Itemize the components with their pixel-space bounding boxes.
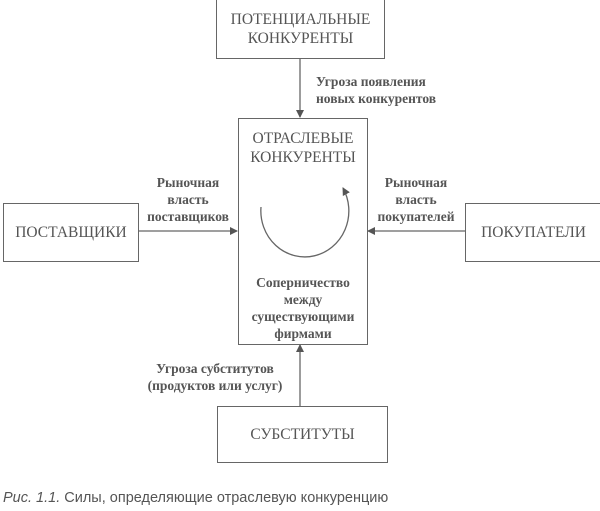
box-label: ПОСТАВЩИКИ — [15, 224, 127, 241]
label-substitutes-threat: Угроза субститутов (продуктов или услуг) — [130, 360, 300, 394]
label-new-entrants: Угроза появления новых конкурентов — [316, 73, 436, 107]
label-line: поставщиков — [147, 209, 229, 224]
label-buyer-power: Рыночная власть покупателей — [368, 174, 464, 225]
label-line: (продуктов или услуг) — [147, 378, 283, 393]
label-line: покупателей — [377, 209, 455, 224]
box-label: КОНКУРЕНТЫ — [247, 29, 354, 47]
caption-number: Рис. 1.1. — [3, 490, 61, 506]
box-substitutes: СУБСТИТУТЫ — [217, 406, 388, 463]
label-line: Угроза субститутов — [156, 361, 274, 376]
label-line: Рыночная — [156, 175, 220, 190]
label-line: Рыночная — [384, 175, 448, 190]
box-industry-competitors: ОТРАСЛЕВЫЕ КОНКУРЕНТЫ — [238, 118, 368, 345]
label-line: существующими — [251, 309, 355, 324]
box-label: СУБСТИТУТЫ — [250, 426, 355, 443]
label-line: между — [283, 292, 323, 307]
label-line: Угроза появления — [316, 74, 426, 89]
box-label: ПОКУПАТЕЛИ — [481, 224, 586, 241]
box-suppliers: ПОСТАВЩИКИ — [3, 203, 139, 262]
rivalry-cycle-arrow — [260, 187, 350, 258]
box-buyers: ПОКУПАТЕЛИ — [465, 203, 600, 262]
label-line: власть — [395, 192, 437, 207]
box-label: ПОТЕНЦИАЛЬНЫЕ — [230, 10, 371, 28]
box-potential-competitors: ПОТЕНЦИАЛЬНЫЕ КОНКУРЕНТЫ — [216, 0, 385, 59]
label-line: новых конкурентов — [316, 91, 437, 106]
figure-caption: Рис. 1.1. Силы, определяющие отраслевую … — [3, 490, 388, 506]
label-line: власть — [167, 192, 209, 207]
label-supplier-power: Рыночная власть поставщиков — [140, 174, 236, 225]
box-label: ОТРАСЛЕВЫЕ — [252, 130, 354, 147]
caption-text: Силы, определяющие отраслевую конкуренци… — [60, 490, 389, 506]
label-line: фирмами — [274, 326, 332, 341]
label-rivalry: Соперничество между существующими фирмам… — [238, 274, 368, 342]
box-label: КОНКУРЕНТЫ — [250, 149, 356, 166]
label-line: Соперничество — [256, 275, 350, 290]
